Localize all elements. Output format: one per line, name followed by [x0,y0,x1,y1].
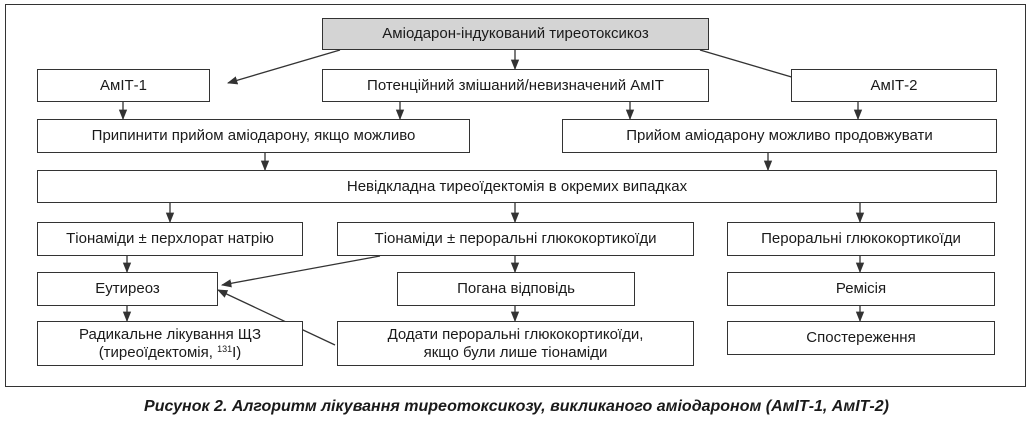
title-node: Аміодарон-індукований тиреотоксикоз [322,18,709,50]
node-remission: Ремісія [727,272,995,306]
arrow-thionamides-gc-to-euthyroid [220,255,381,288]
node-amit2: АмІТ-2 [791,69,997,102]
node-amit1: АмІТ-1 [37,69,210,102]
node-continue-amiodarone: Прийом аміодарону можливо продовжувати [562,119,997,153]
node-euthyroid: Еутиреоз [37,272,218,306]
node-radical-treatment: Радикальне лікування ЩЗ (тиреоїдектомія,… [37,321,303,366]
radical-isotope-superscript: 131 [217,343,233,354]
node-thionamides-glucocorticoids: Тіонаміди ± пероральні глюкокортикоїди [337,222,694,256]
radical-line-2-prefix: (тиреоїдектомія, [98,343,218,361]
radical-line-1: Радикальне лікування ЩЗ [78,325,261,343]
node-add-glucocorticoids: Додати пероральні глюкокортикоїди, якщо … [337,321,694,366]
node-mixed-amit: Потенційний змішаний/невизначений АмІТ [322,69,709,102]
node-observation: Спостереження [727,321,995,355]
node-stop-amiodarone: Припинити прийом аміодарону, якщо можлив… [37,119,470,153]
arrow-add-gc-to-euthyroid [217,289,336,346]
add-gc-line-1: Додати пероральні глюкокортикоїди, [387,325,644,343]
radical-line-2-suffix: I) [232,343,242,361]
node-poor-response: Погана відповідь [397,272,635,306]
diagram-frame [5,4,1026,387]
node-oral-glucocorticoids: Пероральні глюкокортикоїди [727,222,995,256]
radical-line-2: (тиреоїдектомія, 131I) [99,344,242,362]
add-gc-line-2: якщо були лише тіонаміди [423,343,608,361]
node-urgent-thyroidectomy: Невідкладна тиреоїдектомія в окремих вип… [37,170,997,203]
figure-caption: Рисунок 2. Алгоритм лікування тиреотокси… [144,398,889,415]
node-thionamides-perchlorate: Тіонаміди ± перхлорат натрію [37,222,303,256]
arrow-title-to-amit1 [227,49,341,85]
